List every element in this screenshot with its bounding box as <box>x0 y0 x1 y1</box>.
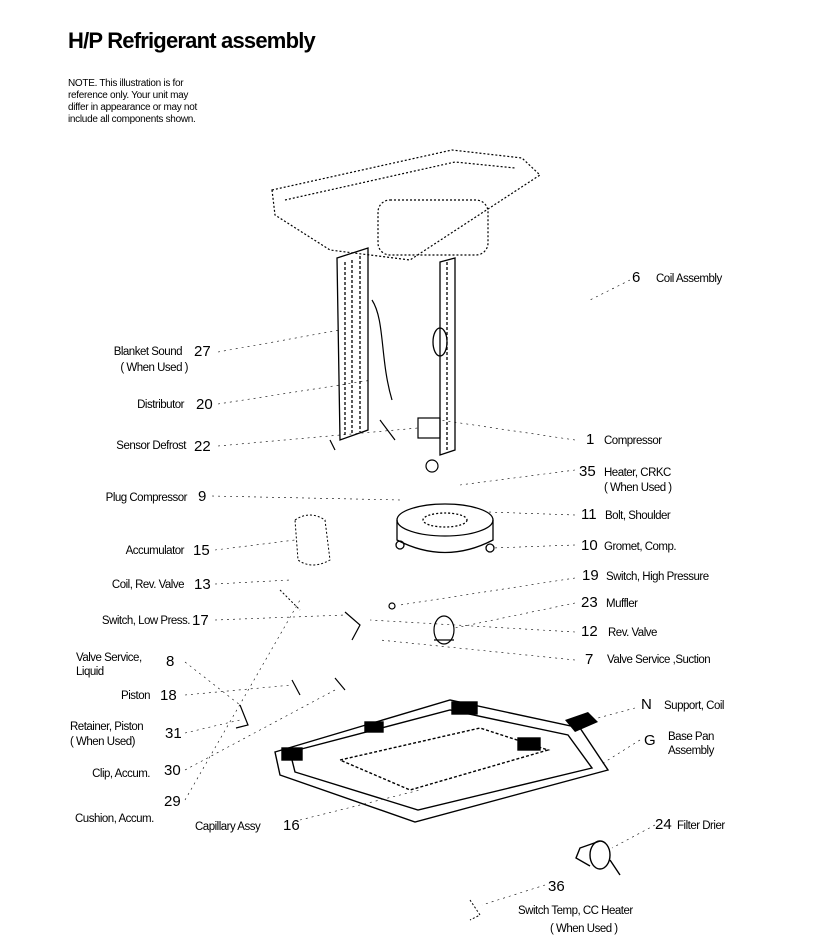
page-title: H/P Refrigerant assembly <box>68 28 316 53</box>
note-line-3: differ in appearance or may not <box>68 102 197 113</box>
callout-num-valve-service-liquid: 8 <box>166 653 175 670</box>
callout-num-accumulator: 15 <box>193 542 210 559</box>
callout-num-sensor-defrost: 22 <box>194 438 211 455</box>
callout-num-piston: 18 <box>160 687 177 704</box>
callout-label-support-coil: Support, Coil <box>664 700 724 712</box>
callout-num-muffler: 23 <box>581 594 598 611</box>
filter-drier-drawing <box>575 840 621 876</box>
callout-label-rev-valve: Rev. Valve <box>608 627 657 639</box>
callout-num-switch-temp-cc-heater: 36 <box>548 878 565 895</box>
callout-num-base-pan-assembly: G <box>644 732 656 749</box>
callout-sub-switch-temp-cc-heater: ( When Used ) <box>550 923 618 935</box>
callout-num-coil-rev-valve: 13 <box>194 576 211 593</box>
support-coil-drawing <box>565 712 598 732</box>
small-parts-drawing <box>235 602 455 729</box>
callout-num-filter-drier: 24 <box>655 816 672 833</box>
callout-label-muffler: Muffler <box>606 598 638 610</box>
distributor-drawing <box>329 299 441 473</box>
coil-slab-left <box>336 247 369 441</box>
callout-label-retainer-piston: Retainer, Piston <box>70 721 144 733</box>
callout-label-switch-high-pressure: Switch, High Pressure <box>606 571 709 583</box>
callout-num-clip-accum: 30 <box>164 762 181 779</box>
callout-num-compressor: 1 <box>586 431 595 448</box>
callout-num-coil-assembly: 6 <box>632 269 641 286</box>
callout-sub-base-pan-assembly: Assembly <box>668 745 714 757</box>
callout-label-filter-drier: Filter Drier <box>677 820 725 832</box>
callout-label-valve-service-liquid: Valve Service, <box>76 652 142 664</box>
callout-num-gromet-comp: 10 <box>581 537 598 554</box>
accumulator-drawing <box>279 514 331 611</box>
callout-label-accumulator: Accumulator <box>125 545 185 557</box>
note-line-1: NOTE. This illustration is for <box>68 78 184 89</box>
callout-num-valve-service-suction: 7 <box>585 651 594 668</box>
callout-label-coil-rev-valve: Coil, Rev. Valve <box>111 579 185 591</box>
coil-assembly-drawing <box>271 149 541 261</box>
callout-num-retainer-piston: 31 <box>165 725 182 742</box>
callout-num-heater-crkc: 35 <box>579 463 596 480</box>
callout-label-plug-compressor: Plug Compressor <box>105 492 188 504</box>
callout-label-clip-accum: Clip, Accum. <box>92 768 150 780</box>
callout-sub-heater-crkc: ( When Used ) <box>604 482 672 494</box>
coil-slab-right <box>432 257 456 456</box>
callout-label-blanket-sound: Blanket Sound <box>113 346 183 358</box>
callout-num-rev-valve: 12 <box>581 623 598 640</box>
callout-label-gromet-comp: Gromet, Comp. <box>604 541 677 553</box>
callout-label-compressor: Compressor <box>604 435 662 447</box>
callout-label-valve-service-suction: Valve Service ,Suction <box>607 654 711 666</box>
callout-sub-retainer-piston: ( When Used) <box>70 736 135 748</box>
callout-label-cushion-accum: Cushion, Accum. <box>75 813 154 825</box>
callout-label-switch-low-press: Switch, Low Press. <box>101 615 191 627</box>
callout-label-switch-temp-cc-heater: Switch Temp, CC Heater <box>518 905 633 917</box>
base-pan-drawing <box>274 699 610 823</box>
callout-label-sensor-defrost: Sensor Defrost <box>116 440 186 452</box>
callout-label-piston: Piston <box>121 690 150 702</box>
callout-num-capillary-assy: 16 <box>283 817 300 834</box>
note-line-4: include all components shown. <box>68 114 196 125</box>
callout-num-cushion-accum: 29 <box>164 793 181 810</box>
callout-num-bolt-shoulder: 11 <box>581 506 597 523</box>
callout-num-switch-low-press: 17 <box>192 612 209 629</box>
callout-num-plug-compressor: 9 <box>198 488 207 505</box>
switch-temp-drawing <box>469 899 481 921</box>
callout-sub-blanket-sound: ( When Used ) <box>120 362 188 374</box>
callout-label-base-pan-assembly: Base Pan <box>668 731 714 743</box>
callout-num-support-coil: N <box>641 696 652 713</box>
callout-label-heater-crkc: Heater, CRKC <box>604 467 671 479</box>
note-line-2: reference only. Your unit may <box>68 90 189 101</box>
callout-sub-valve-service-liquid: Liquid <box>76 666 104 678</box>
callout-num-switch-high-pressure: 19 <box>582 567 599 584</box>
leader-lines <box>184 279 656 906</box>
callout-label-capillary-assy: Capillary Assy <box>195 821 261 833</box>
callout-num-distributor: 20 <box>196 396 213 413</box>
callout-label-bolt-shoulder: Bolt, Shoulder <box>605 510 671 522</box>
compressor-drawing <box>395 503 495 554</box>
callout-label-coil-assembly: Coil Assembly <box>656 273 722 285</box>
callout-num-blanket-sound: 27 <box>194 343 211 360</box>
callout-label-distributor: Distributor <box>137 399 184 411</box>
